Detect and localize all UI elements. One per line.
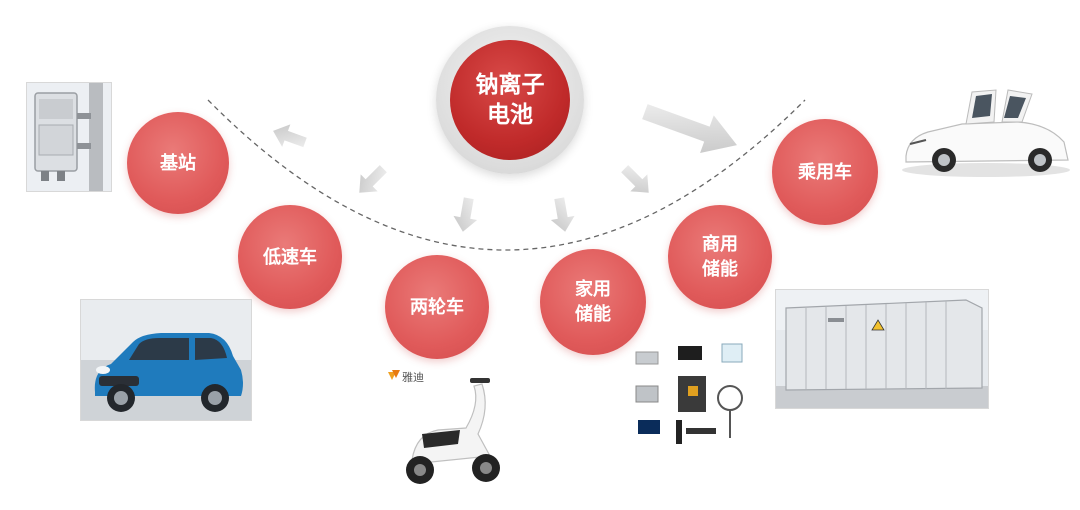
node-low-speed-vehicle-label: 低速车 (263, 246, 317, 268)
node-two-wheeler-label: 两轮车 (410, 296, 464, 318)
node-base-station-label: 基站 (160, 152, 196, 174)
node-passenger-car: 乘用车 (772, 119, 878, 225)
arrow-to-commercial-storage (621, 165, 649, 193)
arrow-to-base-station (273, 124, 307, 148)
node-commercial-storage-label: 商用 储能 (702, 234, 738, 280)
node-home-storage-label: 家用 储能 (575, 279, 611, 325)
node-commercial-storage: 商用 储能 (668, 205, 772, 309)
storage-container-image (775, 289, 989, 409)
small-car-image (80, 299, 252, 421)
center-node-label: 钠离子 电池 (475, 72, 545, 128)
center-node-core: 钠离子 电池 (450, 40, 570, 160)
arrow-to-two-wheeler (453, 197, 478, 232)
node-low-speed-vehicle: 低速车 (238, 205, 342, 309)
dashed-arc (207, 99, 806, 251)
passenger-car-image (898, 80, 1074, 180)
home-appliances-image (626, 338, 754, 454)
arrow-to-low-speed-vehicle (359, 165, 387, 193)
scooter-brand: 雅迪 (402, 370, 424, 384)
center-node: 钠离子 电池 (436, 26, 584, 174)
node-passenger-car-label: 乘用车 (798, 161, 852, 183)
arrow-to-home-storage (550, 197, 575, 232)
scooter-image: 雅迪 (382, 364, 510, 494)
node-two-wheeler: 两轮车 (385, 255, 489, 359)
node-base-station: 基站 (127, 112, 229, 214)
arrow-to-passenger-car (642, 104, 737, 153)
node-home-storage: 家用 储能 (540, 249, 646, 355)
base-station-image (26, 82, 112, 192)
